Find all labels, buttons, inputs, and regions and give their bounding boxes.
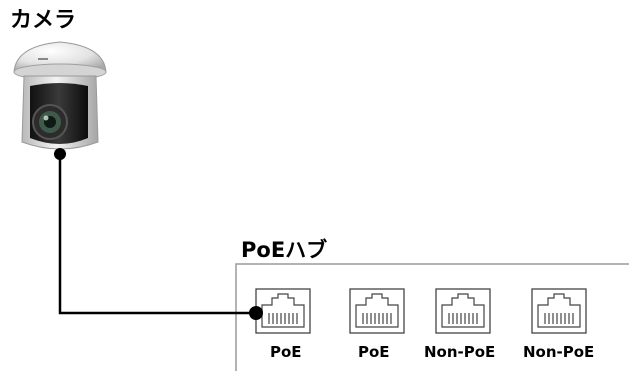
port-label: Non-PoE	[424, 343, 496, 361]
camera-cable	[58, 154, 256, 315]
camera-illustration	[13, 41, 107, 160]
port-label: Non-PoE	[523, 343, 595, 361]
ports-group	[255, 288, 587, 334]
ethernet-port-icon	[255, 288, 311, 334]
camera-base	[13, 41, 107, 73]
port-connector-dot	[249, 306, 263, 320]
ethernet-port-icon	[531, 288, 587, 334]
hub-outline	[235, 263, 629, 371]
port-label: PoE	[270, 343, 302, 361]
camera-label: カメラ	[10, 8, 77, 33]
ethernet-port-icon	[349, 288, 405, 334]
port-label: PoE	[358, 343, 390, 361]
hub-label: PoEハブ	[241, 238, 328, 262]
ethernet-port-icon	[435, 288, 491, 334]
